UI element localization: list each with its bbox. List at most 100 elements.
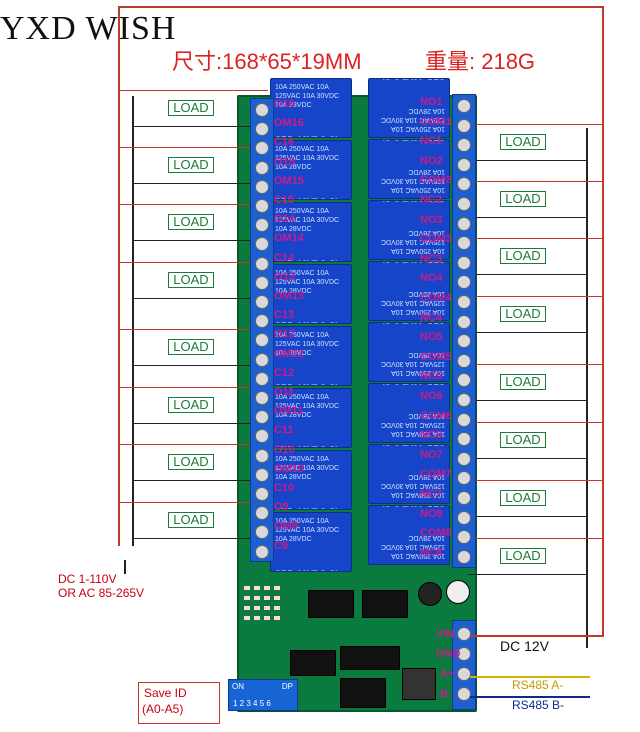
right-terminal-block [452,94,476,568]
spec-weight: 重量: 218G [425,49,536,74]
terminal-screw [255,544,269,559]
terminal-screw [457,412,471,427]
right-pin-label: NO3 [420,213,443,226]
right-pin-label: COM1 [420,115,452,128]
relay-rating: 10A 250VAC 10A 125VAC 10A 30VDC 10A 28VD… [275,332,340,357]
rs485-b-label: RS485 B- [512,698,565,712]
load-box: LOAD [500,191,546,207]
load-wire-black [132,480,268,481]
terminal-screw [255,429,269,444]
right-pin-label: NO8 [420,507,443,520]
relay-left: 10A 250VAC 10A 125VAC 10A 30VDC 10A 28VD… [270,388,352,448]
indicator-led [264,606,270,610]
ic-chip [308,590,354,618]
ic-chip [362,590,408,618]
terminal-screw [457,216,471,231]
load-wire-black [468,516,588,517]
terminal-screw [457,530,471,545]
left-pin-label: COM16 [266,117,304,130]
right-pin-label: COM3 [420,233,452,246]
right-pin-label: COM5 [420,350,452,363]
dip-dp-label: DP [281,682,293,691]
load-wire [468,422,604,423]
relay-rating: 10A 250VAC 10A 125VAC 10A 30VDC 10A 28VD… [275,208,340,233]
load-wire [468,296,604,297]
indicator-led [254,586,260,590]
relay-right: 10A 250VAC 10A 125VAC 10A 30VDC 10A 28VD… [368,78,450,138]
terminal-screw [255,371,269,386]
relay-rating: 10A 250VAC 10A 125VAC 10A 30VDC 10A 28VD… [275,456,340,481]
relay-model: SRD-12VDC-SL-C [275,570,347,572]
indicator-led [254,616,260,620]
dip-numbers: 1 2 3 4 5 6 [233,699,271,708]
indicator-led [254,606,260,610]
relay-left: 10A 250VAC 10A 125VAC 10A 30VDC 10A 28VD… [270,326,352,386]
terminal-screw [255,237,269,252]
terminal-screw [255,467,269,482]
terminal-screw [457,373,471,388]
load-wire [468,538,604,539]
terminal-screw [255,525,269,540]
brand-logo: YXD WISH [0,10,177,47]
load-wire [118,502,268,503]
frame-left-black [132,96,134,546]
load-wire-black [132,423,268,424]
relay-model: SRD-12VDC-SL-C [275,322,347,324]
dip-switch[interactable]: ON DP 1 2 3 4 5 6 [228,679,298,711]
load-box: LOAD [500,248,546,264]
indicator-led [274,606,280,610]
relay-left: 10A 250VAC 10A 125VAC 10A 30VDC 10A 28VD… [270,78,352,138]
right-pin-label: COM4 [420,292,452,304]
relay-model: SRD-12VDC-SL-C [275,198,347,200]
relay-rating: 10A 250VAC 10A 125VAC 10A 30VDC 10A 28VD… [275,84,340,109]
terminal-screw [255,295,269,309]
frame-top-wire [118,6,604,8]
load-box: LOAD [500,134,546,150]
indicator-led [274,586,280,590]
input-voltage-note: DC 1-110V [58,572,117,586]
right-pin-label: NO5 [420,331,443,344]
rs485-a-label: RS485 A- [512,678,564,692]
indicator-led [244,606,250,610]
terminal-screw [457,236,471,251]
relay-model: SRD-12VDC-SL-C [275,136,347,138]
right-pin-label: NC8 [420,546,443,559]
regulator [402,668,436,700]
terminal-screw [457,393,471,407]
right-pin-label: NO6 [420,390,443,402]
load-wire [118,329,268,330]
right-pin-label: NC5 [420,370,443,383]
dip-on-label: ON [232,682,244,691]
load-wire [118,262,268,263]
load-wire-black [132,126,268,127]
terminal-screw [457,451,471,466]
load-wire-black [468,217,588,218]
rs485-b-wire [470,696,590,698]
relay-model: SRD-12VDC-SL-C [373,78,445,81]
load-box: LOAD [500,490,546,506]
input-arrow [124,560,126,574]
left-pin-label: COM13 [266,290,304,302]
relay-left: 10A 250VAC 10A 125VAC 10A 30VDC 10A 28VD… [270,202,352,262]
load-box: LOAD [168,454,214,470]
terminal-screw [255,506,269,521]
load-wire [118,90,268,91]
load-wire [468,238,604,239]
dc-12v-label: DC 12V [500,638,550,654]
terminal-screw [457,99,471,113]
load-wire [468,124,604,125]
load-wire [118,444,268,445]
load-box: LOAD [500,306,546,322]
terminal-screw [457,197,471,211]
right-pin-label: COM8 [420,527,452,540]
right-pin-label: NO2 [420,154,443,167]
frame-right-wire [602,6,604,636]
right-pin-label: NC2 [420,194,443,206]
relay-right: 10A 250VAC 10A 125VAC 10A 30VDC 10A 28VD… [368,139,450,199]
left-pin-label: COM15 [266,174,304,187]
relay-model: SRD-12VDC-SL-C [373,444,445,447]
load-wire-black [132,365,268,366]
input-voltage-note-2: OR AC 85-265V [58,586,145,600]
relay-right: 10A 250VAC 10A 125VAC 10A 30VDC 10A 28VD… [368,200,450,260]
terminal-screw [255,314,269,329]
